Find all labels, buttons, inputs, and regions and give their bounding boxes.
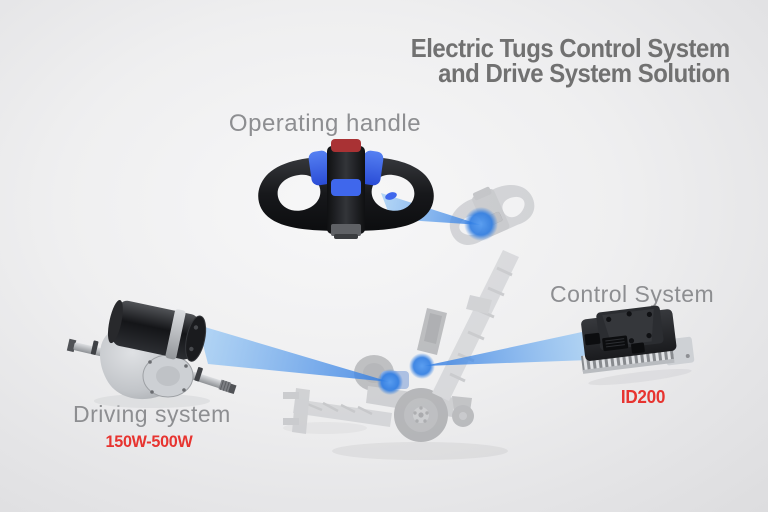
page-title-line2: and Drive System Solution (438, 58, 730, 88)
handle-emergency-button (331, 139, 361, 152)
controller-connector (584, 332, 601, 346)
page-title: Electric Tugs Control System and Drive S… (411, 33, 730, 88)
control-system-image (580, 305, 695, 386)
control-system-model-label: ID200 (620, 387, 666, 407)
driving-system-image (66, 300, 237, 408)
operating-handle-image (258, 139, 434, 239)
handle-connection-dot (464, 207, 498, 241)
operating-handle-label: Operating handle (228, 110, 422, 137)
mast-connection-dot (409, 353, 435, 379)
handle-throttle-rocker (331, 179, 361, 196)
driving-system-beam (198, 325, 390, 382)
control-system-beam (424, 332, 590, 366)
controller-connector (631, 342, 645, 354)
drive-motor-cylinder (107, 300, 207, 362)
control-system-label: Control System (550, 281, 715, 307)
page-title-line1: Electric Tugs Control System (411, 33, 730, 63)
driving-system-power-label: 150W-500W (105, 432, 193, 451)
wheel-connection-dot (377, 369, 403, 395)
